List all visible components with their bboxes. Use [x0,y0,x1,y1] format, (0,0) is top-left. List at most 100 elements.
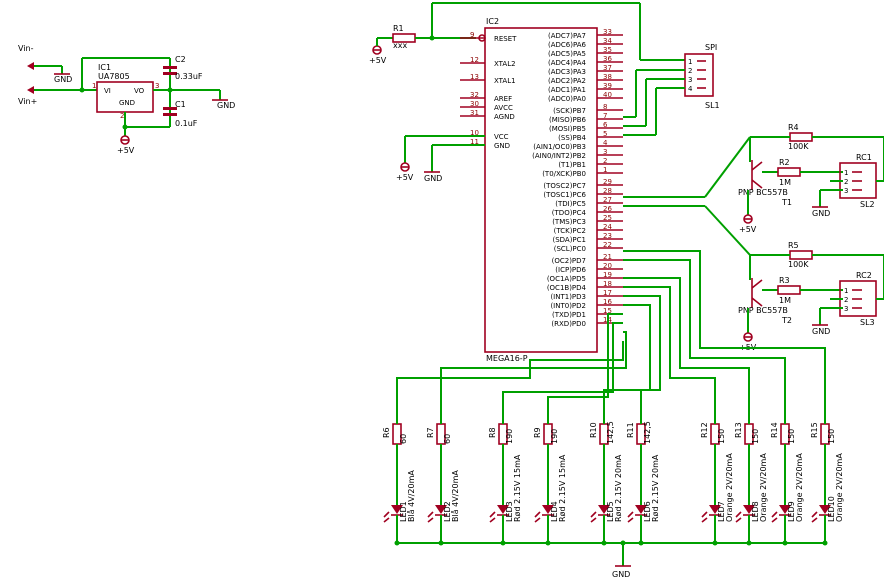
mcu-pin-name: VCC [494,133,509,141]
mcu-pin-name: (MOSI)PB5 [549,125,586,133]
mcu-pin-number: 28 [603,187,612,195]
mcu-pin-number: 4 [603,139,608,147]
svg-text:+5V: +5V [396,173,414,182]
mcu-pin-name: AVCC [494,104,513,112]
regulator-part: UA7805 [98,72,130,81]
capacitor-c2 [163,66,177,69]
led-resistor-value: 190 [550,429,559,444]
led-desc: Orange 2V/20mA [759,453,768,522]
resistor-base [789,250,813,260]
resistor-load [777,167,801,177]
led-resistor-value: 142,5 [606,421,615,444]
mcu-pin-name: AGND [494,113,515,121]
regulator-ref: IC1 [98,63,111,72]
svg-text:R3: R3 [779,276,790,285]
mcu-pin-name: (TDO)PC4 [552,209,587,217]
mcu-pin-name: (ADC2)PA2 [548,77,586,85]
mcu-pin-number: 12 [470,56,479,64]
svg-text:0.1uF: 0.1uF [175,119,198,128]
svg-text:+5V: +5V [369,56,387,65]
mcu-pin-name: (TOSC1)PC6 [543,191,586,199]
svg-text:1: 1 [844,169,848,177]
bottom-gnd-label: GND [612,570,630,579]
svg-text:3: 3 [844,187,848,195]
mcu-pin-number: 21 [603,253,612,261]
led-desc: Blå 4V/20mA [450,470,460,522]
svg-text:C2: C2 [175,55,186,64]
led-resistor-ref: R8 [488,427,497,438]
mcu-pin-name: (SS)PB4 [558,134,586,142]
mcu-pin-name: XTAL1 [494,77,516,85]
mcu-pin-number: 32 [470,91,479,99]
led-resistor-ref: R11 [626,422,635,438]
mcu-pin-name: RESET [494,35,517,43]
mcu-pin-name: (ADC7)PA7 [548,32,586,40]
mcu-pin-number: 37 [603,64,612,72]
led-resistor-value: 150 [827,429,836,444]
mcu-pin-name: (SCK)PB7 [553,107,586,115]
svg-text:100K: 100K [788,142,809,151]
gnd-label: GND [54,75,72,84]
mcu-pin-number: 6 [603,121,608,129]
mcu-pin-number: 29 [603,178,612,186]
led-ref: LED8 [751,501,760,522]
mcu-pin-number: 34 [603,37,612,45]
led-resistor-ref: R6 [382,427,391,438]
mcu-pin-name: (TMS)PC3 [552,218,586,226]
mcu-pin-number: 15 [603,307,612,315]
svg-text:VO: VO [134,87,145,95]
led-ref: LED3 [505,501,514,522]
svg-text:GND: GND [119,99,135,107]
mcu-pin-number: 16 [603,298,612,306]
svg-text:GND: GND [812,209,830,218]
mcu-pin-name: (T0/XCK)PB0 [542,170,586,178]
mcu-pin-number: 39 [603,82,612,90]
mcu-pin-number: 31 [470,109,479,117]
mcu-pin-name: (T1)PB1 [558,161,586,169]
led-icon [391,505,403,514]
mcu-ic2: IC2 MEGA16-P RESET9XTAL212XTAL113AREF32A… [460,17,623,363]
led-resistor-ref: R14 [770,422,779,438]
mcu-pin-name: (OC1B)PD4 [547,284,587,292]
mcu-pin-name: (OC1A)PD5 [547,275,586,283]
spi-name: SL1 [705,101,720,110]
led-resistor-value: 190 [505,429,514,444]
svg-text:100K: 100K [788,260,809,269]
gnd-label: GND [217,101,235,110]
svg-text:2: 2 [688,67,692,75]
led-resistor-ref: R9 [533,427,542,438]
svg-text:3: 3 [844,305,848,313]
resistor-base [789,132,813,142]
led-icon [635,505,647,514]
bottom-gnd: GND [397,540,825,579]
led-icon [497,505,509,514]
led-ref: LED2 [443,501,452,522]
led-ref: LED6 [643,501,652,522]
led-ref: LED4 [550,501,559,522]
mcu-pin-number: 7 [603,112,607,120]
led-icon [779,505,791,514]
mcu-pin-number: 10 [470,129,479,137]
svg-text:2: 2 [844,296,848,304]
vin-plus-arrow-icon [27,86,34,94]
led-resistor-value: 150 [717,429,726,444]
reset-circuit: R1 xxx +5V [369,2,685,65]
led-icon [819,505,831,514]
mcu-left-pins: RESET9XTAL212XTAL113AREF32AVCC30AGND31VC… [460,31,517,150]
svg-text:4: 4 [688,85,693,93]
mcu-pin-name: (SDA)PC1 [552,236,586,244]
led-desc: Rød 2.15V 20mA [614,454,623,522]
mcu-pin-name: (OC2)PD7 [552,257,586,265]
svg-text:RC2: RC2 [856,271,872,280]
svg-text:1: 1 [92,82,96,90]
mcu-pin-name: (INT1)PD3 [550,293,586,301]
mcu-pin-number: 38 [603,73,612,81]
power-supply: Vin- GND Vin+ IC1 UA7805 VI VO GND 1 3 2… [18,44,235,155]
led-resistor-value: 150 [787,429,796,444]
mcu-pin-number: 36 [603,55,612,63]
mcu-pin-number: 22 [603,241,612,249]
vin-minus-label: Vin- [18,44,34,53]
mcu-pin-name: (AIN0/INT2)PB2 [532,152,586,160]
svg-text:T1: T1 [781,198,792,207]
